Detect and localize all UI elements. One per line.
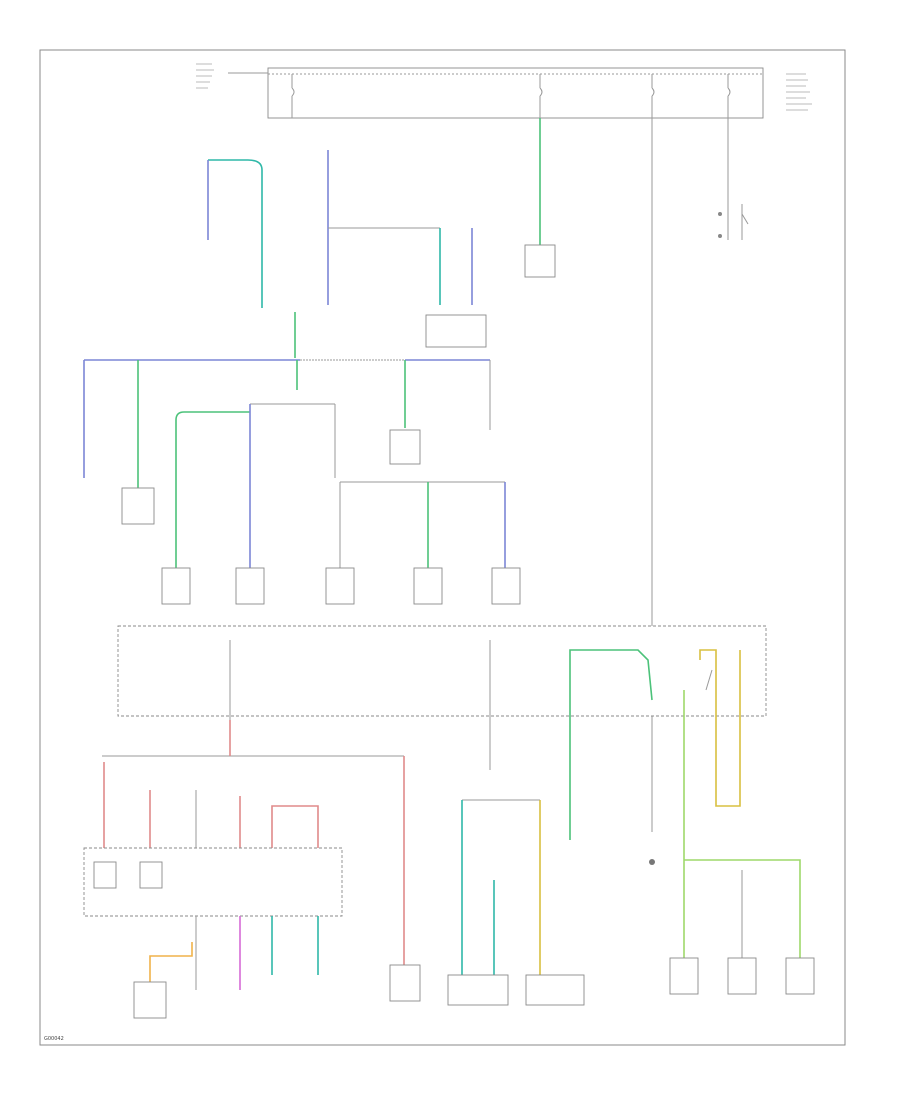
component-box-lower-left-a [389, 964, 421, 1002]
component-box-lower-center-b [525, 974, 585, 1006]
component-box-row-4 [413, 567, 443, 605]
switch-top-right [718, 204, 749, 240]
diagram-reference-number: G00042 [44, 1036, 64, 1042]
component-box-lower-right-2 [727, 957, 757, 995]
top-left-text-marks [196, 63, 812, 111]
fuse-2 [539, 74, 543, 118]
component-box-row-5 [491, 567, 521, 605]
diagram-frame [39, 49, 846, 1046]
fuse-4 [727, 74, 731, 118]
component-box-lower-right-1 [669, 957, 699, 995]
battery-junction-box-middle [117, 625, 767, 860]
component-box-row-2 [235, 567, 265, 605]
central-junction-box-top [228, 67, 764, 119]
component-box-lower-center-a [447, 974, 509, 1006]
component-box-row-3 [325, 567, 355, 605]
wire-teal-upper-left [208, 159, 263, 308]
ground-point-right [649, 859, 655, 865]
fuse-3 [651, 74, 655, 118]
component-box-lower-right-3 [785, 957, 815, 995]
component-box-row-1 [161, 567, 191, 605]
component-box-top-middle [524, 244, 556, 278]
component-box-upper-center [425, 314, 487, 348]
fuse-panel-lower [83, 847, 343, 917]
component-box-bottom-left [133, 981, 167, 1019]
fuse-1 [291, 74, 295, 118]
